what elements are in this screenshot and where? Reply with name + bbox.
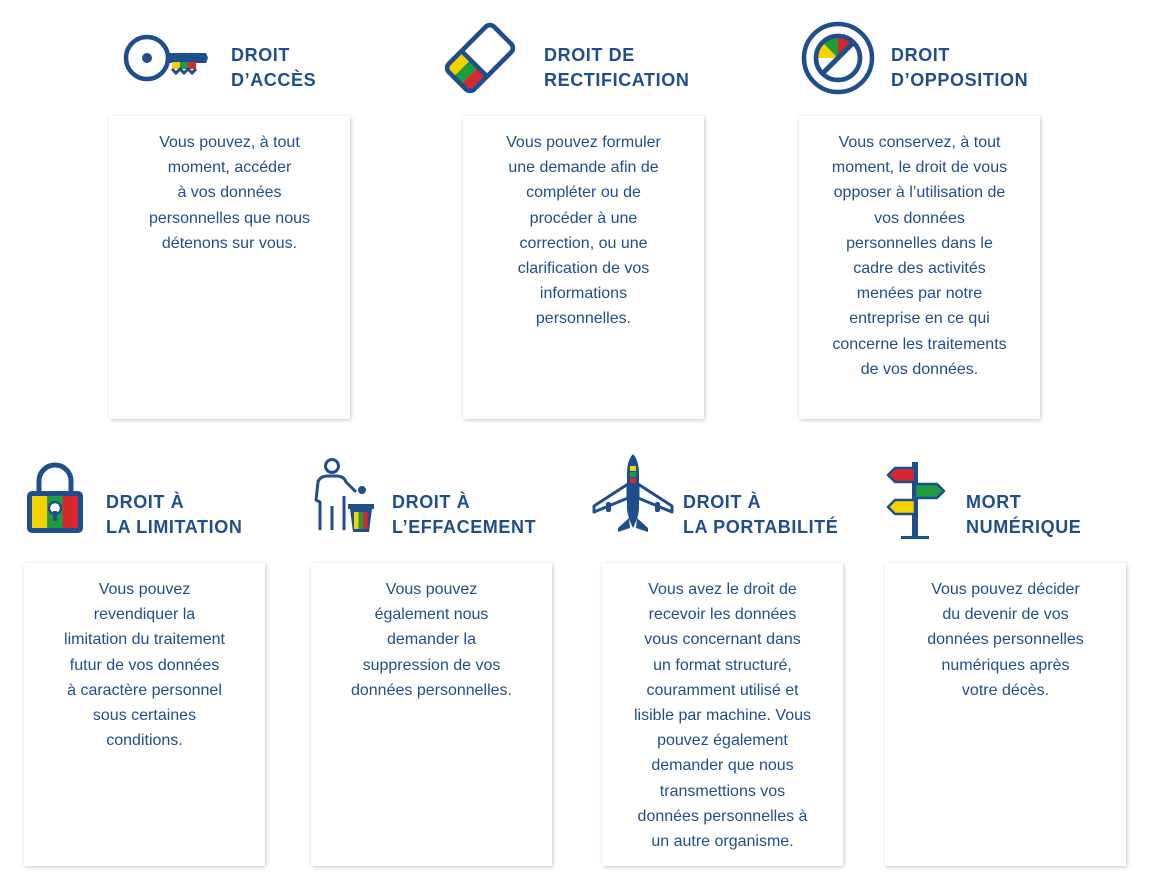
right-description: Vous pouvez décider du devenir de vos do… [927, 581, 1084, 699]
right-description: Vous avez le droit de recevoir les donné… [634, 581, 811, 851]
signpost-icon [886, 462, 946, 539]
forbidden-icon [801, 21, 875, 95]
right-title-portability: DROIT À LA PORTABILITÉ [683, 492, 839, 537]
right-title-opposition: DROIT D’OPPOSITION [891, 45, 1029, 90]
right-title-rectification: DROIT DE RECTIFICATION [544, 45, 690, 90]
right-title-access: DROIT D’ACCÈS [231, 45, 317, 90]
right-title-digital-death: MORT NUMÉRIQUE [966, 492, 1082, 537]
right-title-erasure: DROIT À L’EFFACEMENT [392, 492, 537, 537]
right-description: Vous pouvez, à tout moment, accéder à vo… [148, 134, 310, 252]
right-card-rectification: Vous pouvez formuler une demande afin de… [463, 116, 704, 419]
right-card-opposition: Vous conservez, à tout moment, le droit … [799, 116, 1040, 419]
right-card-portability: Vous avez le droit de recevoir les donné… [602, 563, 843, 866]
right-description: Vous pouvez également nous demander la s… [350, 581, 512, 699]
right-title-limitation: DROIT À LA LIMITATION [106, 492, 243, 537]
key-icon [123, 34, 208, 82]
right-description: Vous pouvez formuler une demande afin de… [506, 134, 661, 328]
padlock-icon [27, 462, 83, 533]
airplane-icon [592, 454, 674, 532]
right-card-access: Vous pouvez, à tout moment, accéder à vo… [109, 116, 350, 419]
right-card-limitation: Vous pouvez revendiquer la limitation du… [24, 563, 265, 866]
trash-person-icon [314, 458, 374, 532]
right-card-digital-death: Vous pouvez décider du devenir de vos do… [885, 563, 1126, 866]
right-description: Vous pouvez revendiquer la limitation du… [64, 581, 225, 750]
eraser-icon [444, 22, 516, 94]
right-card-erasure: Vous pouvez également nous demander la s… [311, 563, 552, 866]
right-description: Vous conservez, à tout moment, le droit … [831, 134, 1008, 378]
